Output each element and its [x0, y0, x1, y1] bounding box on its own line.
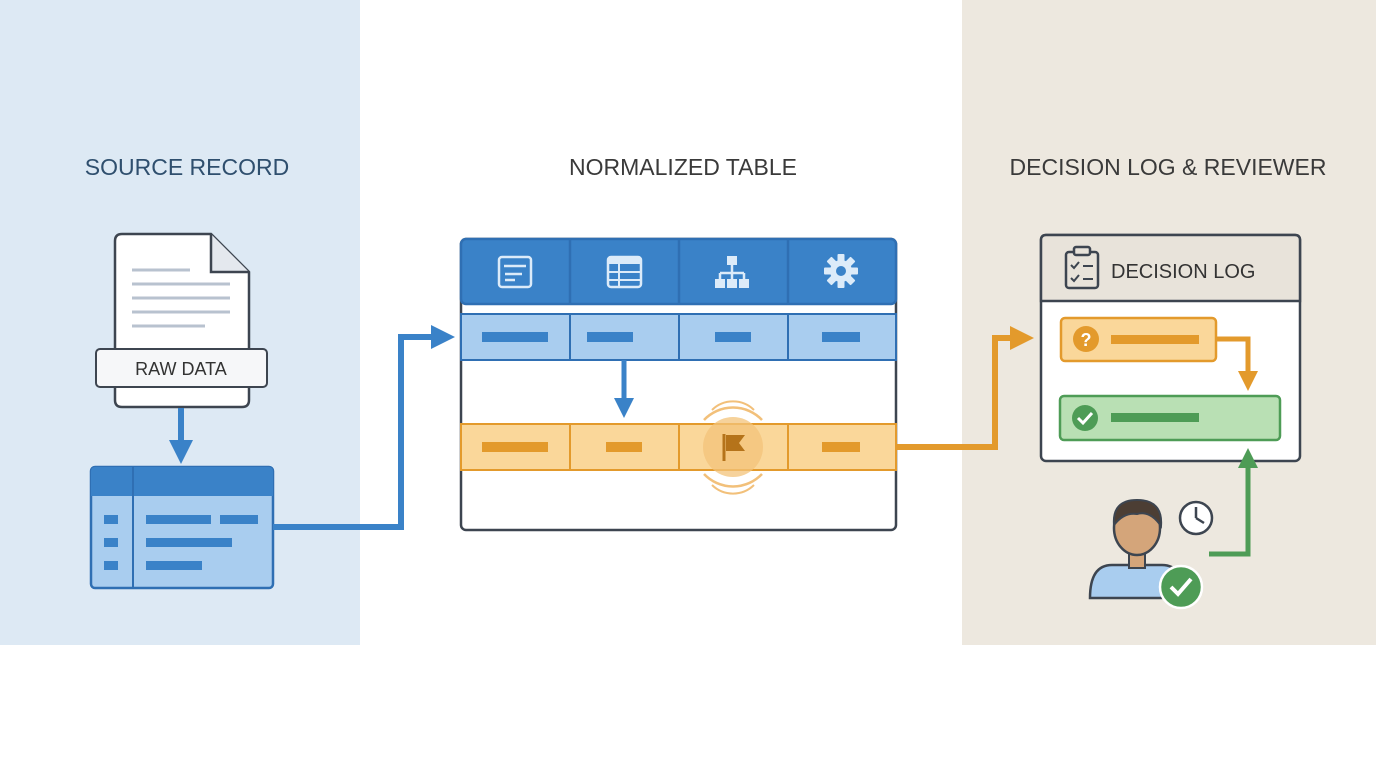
raw-data-label: RAW DATA	[135, 359, 227, 379]
reviewer-approved-badge-icon	[1158, 564, 1204, 610]
question-icon: ?	[1073, 326, 1099, 352]
approved-decision-entry	[1058, 394, 1282, 442]
arrow-pending-to-approved	[1216, 336, 1258, 391]
normalized-table	[459, 237, 898, 532]
arrow-normalized-to-decision	[896, 326, 1034, 450]
check-circle-icon	[1072, 405, 1098, 431]
form-icon	[497, 255, 533, 289]
source-record-table	[89, 465, 275, 590]
decision-log-title: DECISION LOG	[1111, 261, 1255, 283]
decision-panel-title: DECISION LOG & REVIEWER	[1010, 154, 1327, 180]
normalized-panel-title: NORMALIZED TABLE	[569, 154, 797, 180]
hierarchy-icon	[715, 256, 749, 288]
clock-icon	[1178, 500, 1214, 536]
grid-table-icon	[606, 255, 643, 289]
clipboard-checklist-icon	[1064, 245, 1100, 290]
source-panel-title: SOURCE RECORD	[85, 154, 289, 180]
gear-icon	[824, 254, 858, 288]
arrow-reviewer-to-approved	[1209, 448, 1258, 557]
arrow-source-to-normalized	[273, 325, 455, 530]
raw-data-label-box	[95, 348, 268, 388]
flag-icon	[722, 434, 745, 461]
svg-text:?: ?	[1081, 330, 1092, 350]
